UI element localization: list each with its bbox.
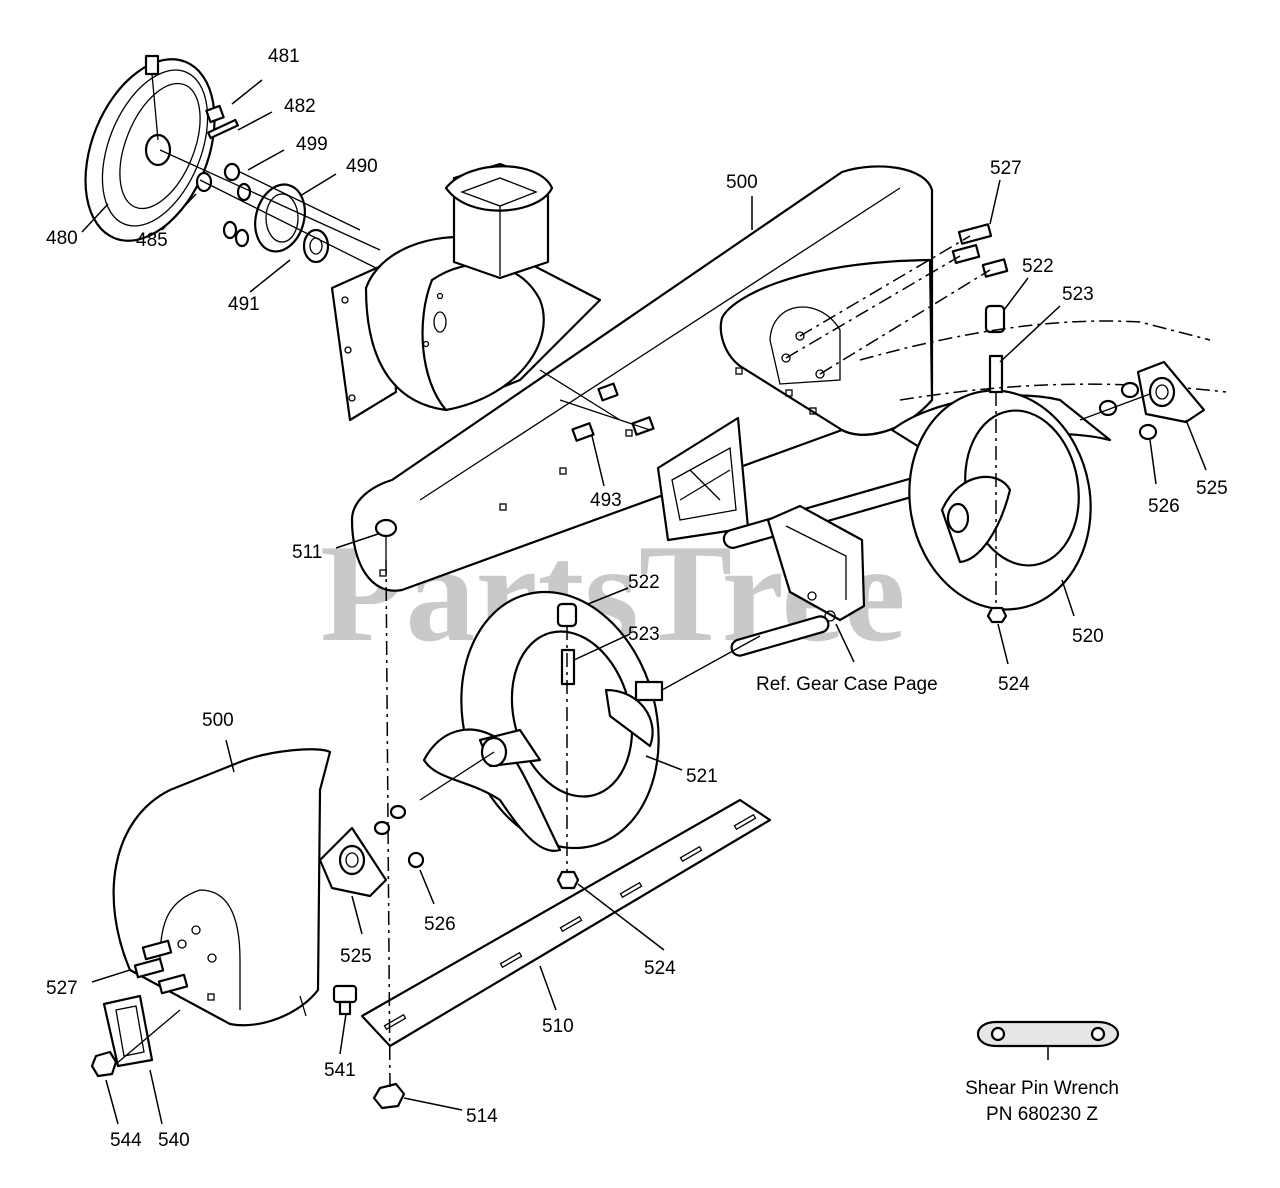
label-491: 491 — [228, 294, 260, 315]
label-499: 499 — [296, 134, 328, 155]
label-500-top: 500 — [726, 172, 758, 193]
label-522-mid: 522 — [628, 572, 660, 593]
label-480: 480 — [46, 228, 78, 249]
label-485: 485 — [136, 230, 168, 251]
label-521: 521 — [686, 766, 718, 787]
bearing-flange-525-right — [1079, 360, 1206, 441]
bolt-541 — [332, 984, 358, 1016]
label-490: 490 — [346, 156, 378, 177]
label-520: 520 — [1072, 626, 1104, 647]
housing-end-500 — [112, 748, 332, 1027]
nut-514 — [372, 1082, 406, 1110]
leader-lines — [81, 79, 1207, 1125]
label-544: 544 — [110, 1130, 142, 1151]
label-525-right: 525 — [1196, 478, 1228, 499]
label-527-left: 527 — [46, 978, 78, 999]
label-527-top: 527 — [990, 158, 1022, 179]
part-labels: 481 482 499 490 480 485 491 500 527 522 … — [46, 46, 1228, 1151]
skid-540 — [90, 994, 181, 1078]
label-525-left: 525 — [340, 946, 372, 967]
pulley-assembly — [84, 54, 381, 271]
label-511: 511 — [292, 542, 322, 563]
label-523-mid: 523 — [628, 624, 660, 645]
auger-521 — [419, 590, 761, 890]
bolts-527-right — [785, 223, 1009, 375]
label-523-top: 523 — [1062, 284, 1094, 305]
bearing-flange-525-left — [318, 804, 425, 898]
label-541: 541 — [324, 1060, 356, 1081]
label-526-left: 526 — [424, 914, 456, 935]
auger-housing — [330, 162, 602, 450]
label-514: 514 — [466, 1106, 498, 1127]
impeller-and-gear-case — [656, 416, 938, 657]
auger-520 — [859, 304, 1227, 624]
label-540: 540 — [158, 1130, 190, 1151]
label-522-top: 522 — [1022, 256, 1054, 277]
label-482: 482 — [284, 96, 316, 117]
label-524-right: 524 — [998, 674, 1030, 695]
wrench-name: Shear Pin Wrench — [965, 1078, 1119, 1099]
auger-housing-500 — [350, 165, 934, 592]
label-493: 493 — [590, 490, 622, 511]
label-481: 481 — [268, 46, 300, 67]
wrench-part-number: PN 680230 Z — [986, 1104, 1098, 1125]
shear-pin-wrench — [976, 1020, 1120, 1060]
label-524-left: 524 — [644, 958, 676, 979]
label-510: 510 — [542, 1016, 574, 1037]
label-500-bottom: 500 — [202, 710, 234, 731]
label-526-right: 526 — [1148, 496, 1180, 517]
bolts-493 — [539, 369, 655, 442]
scraper-bar-510 — [360, 798, 772, 1048]
gear-case-reference: Ref. Gear Case Page — [756, 674, 938, 695]
